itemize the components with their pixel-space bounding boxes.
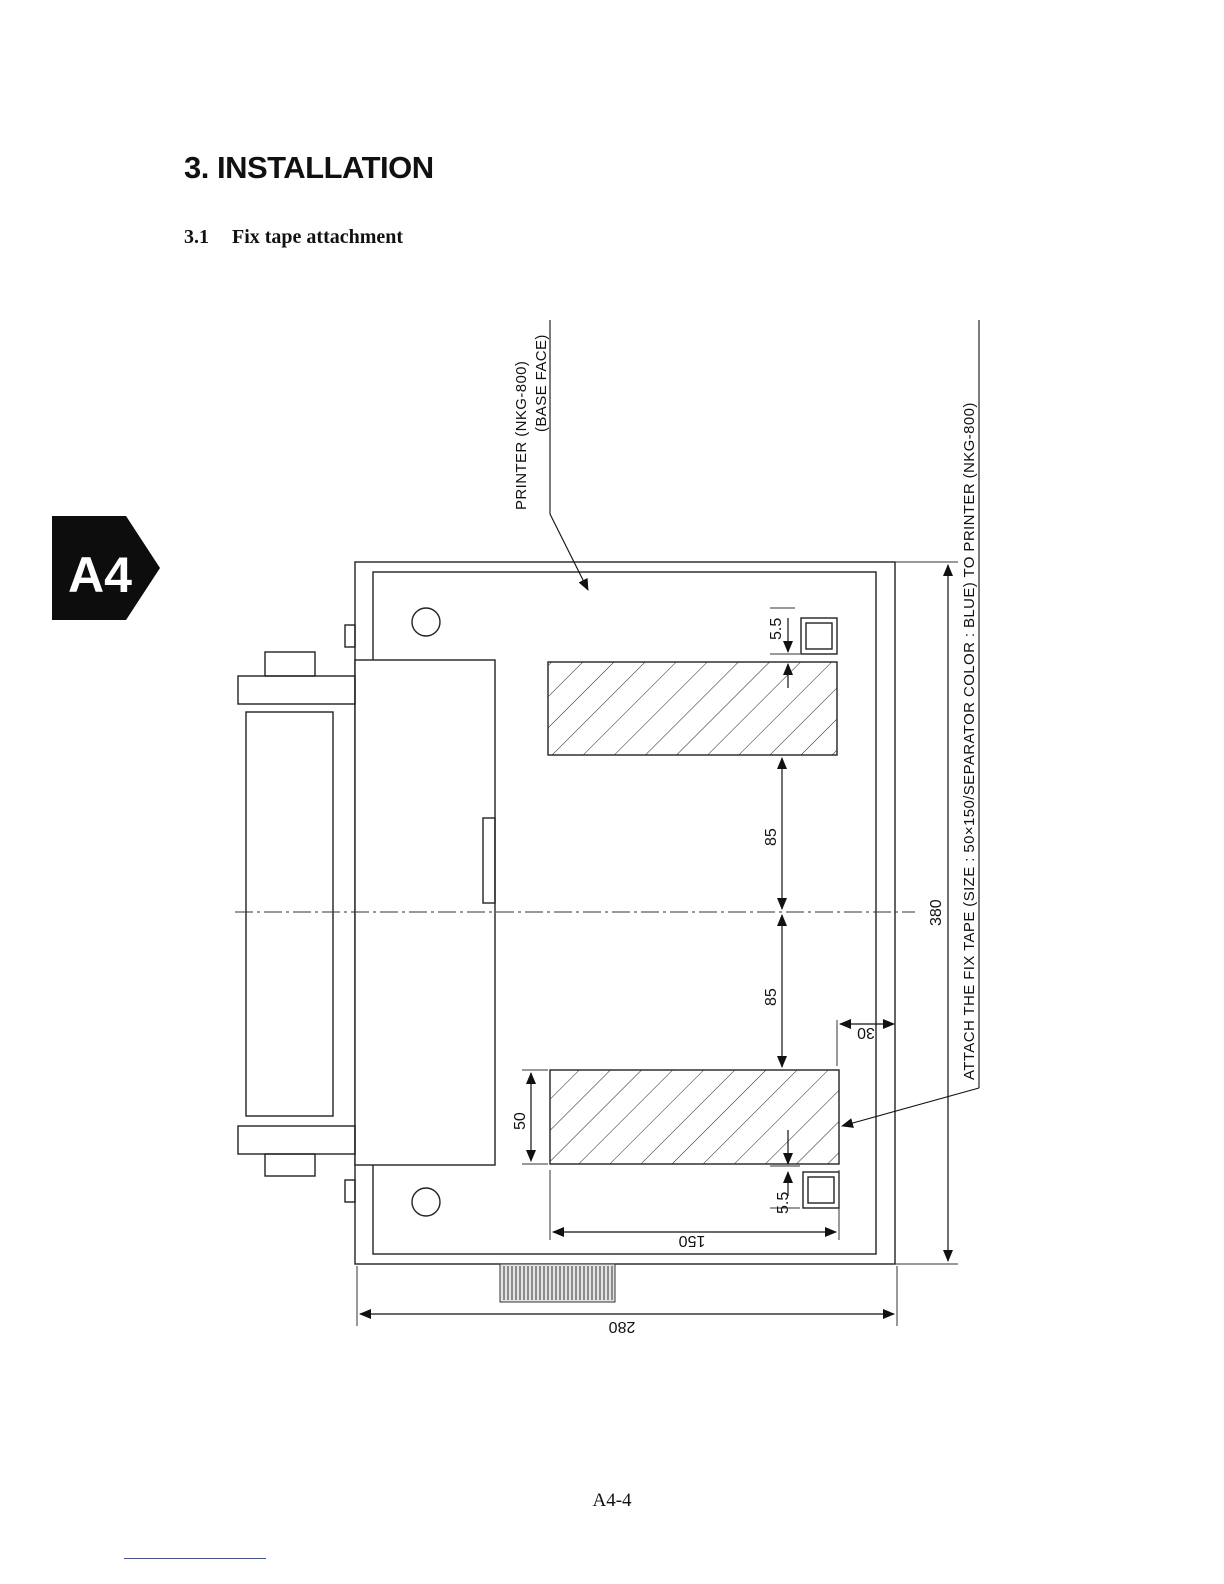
roller-bracket-bottom [238,1126,355,1154]
dim-tape-length: 150 [679,1232,706,1249]
page-number: A4-4 [0,1490,1224,1512]
mount-hole-top [412,608,440,636]
side-tab-top [345,625,355,647]
dim-spacing-lower: 85 [763,988,780,1006]
sensor-square-bottom-inner [808,1177,834,1203]
roller-body [246,712,333,1116]
dim-overall-width: 280 [609,1318,636,1335]
fix-tape-lower [550,1070,839,1164]
tape-instruction-callout: ATTACH THE FIX TAPE (SIZE : 50×150/SEPAR… [961,402,978,1080]
connector [500,1264,615,1302]
fix-tape-upper [548,662,837,755]
dim-spacing-upper: 85 [763,828,780,846]
roller-bracket-top [238,676,355,704]
sensor-square-top-inner [806,623,832,649]
printer-callout-line2: (BASE FACE) [533,334,550,432]
roller-cap-bottom [265,1154,315,1176]
dim-edge-margin: 30 [857,1024,875,1041]
side-tab-bottom [345,1180,355,1202]
roller-cap-top [265,652,315,676]
printer-callout-line1: PRINTER (NKG-800) [513,361,530,510]
dim-offset-top: 5.5 [768,618,785,640]
dim-overall-length: 380 [928,899,945,926]
dim-tape-width: 50 [512,1112,529,1130]
mount-hole-bottom [412,1188,440,1216]
footer-rule [124,1558,266,1559]
dim-offset-bottom: 5.5 [775,1192,792,1214]
